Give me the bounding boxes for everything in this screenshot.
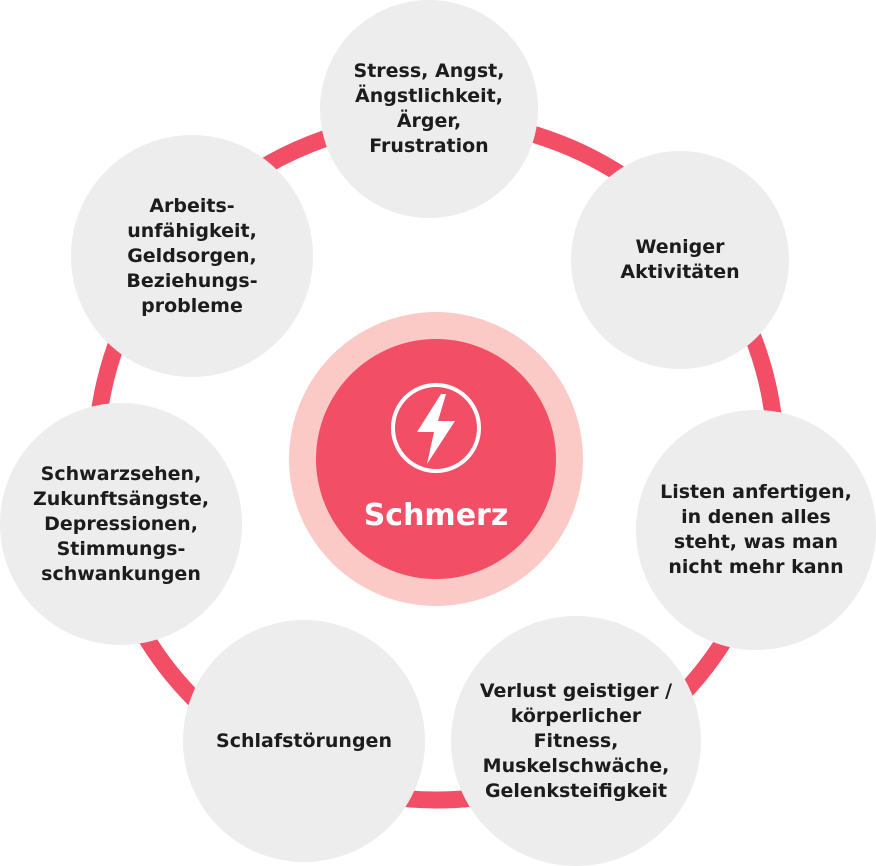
- node-schwarzsehen-label: Schwarzsehen, Zukunftsängste, Depression…: [32, 462, 210, 585]
- node-arbeitsunfaehigkeit-label: Arbeits- unfähigkeit, Geldsorgen, Bezieh…: [126, 194, 258, 317]
- node-stress-angst-label: Stress, Angst, Ängstlichkeit, Ärger, Fru…: [353, 60, 505, 157]
- node-weniger-aktivitaeten-label: Weniger Aktivitäten: [620, 236, 740, 283]
- node-arbeitsunfaehigkeit: Arbeits- unfähigkeit, Geldsorgen, Bezieh…: [71, 135, 313, 377]
- node-verlust-fitness: Verlust geistiger / körperlicher Fitness…: [451, 616, 701, 866]
- center-circle: [316, 339, 556, 579]
- node-listen-anfertigen-label: Listen anfertigen, in denen alles steht,…: [660, 481, 852, 578]
- node-stress-angst: Stress, Angst, Ängstlichkeit, Ärger, Fru…: [320, 0, 538, 218]
- node-schlafstoerungen: Schlafstörungen: [183, 620, 425, 862]
- center-label: Schmerz: [363, 498, 509, 533]
- node-weniger-aktivitaeten: Weniger Aktivitäten: [571, 151, 789, 369]
- node-verlust-fitness-label: Verlust geistiger / körperlicher Fitness…: [479, 679, 673, 802]
- node-listen-anfertigen: Listen anfertigen, in denen alles steht,…: [636, 410, 876, 650]
- lightning-bolt-icon: [391, 383, 481, 473]
- node-schlafstoerungen-label: Schlafstörungen: [216, 729, 392, 752]
- node-schwarzsehen: Schwarzsehen, Zukunftsängste, Depression…: [0, 403, 242, 645]
